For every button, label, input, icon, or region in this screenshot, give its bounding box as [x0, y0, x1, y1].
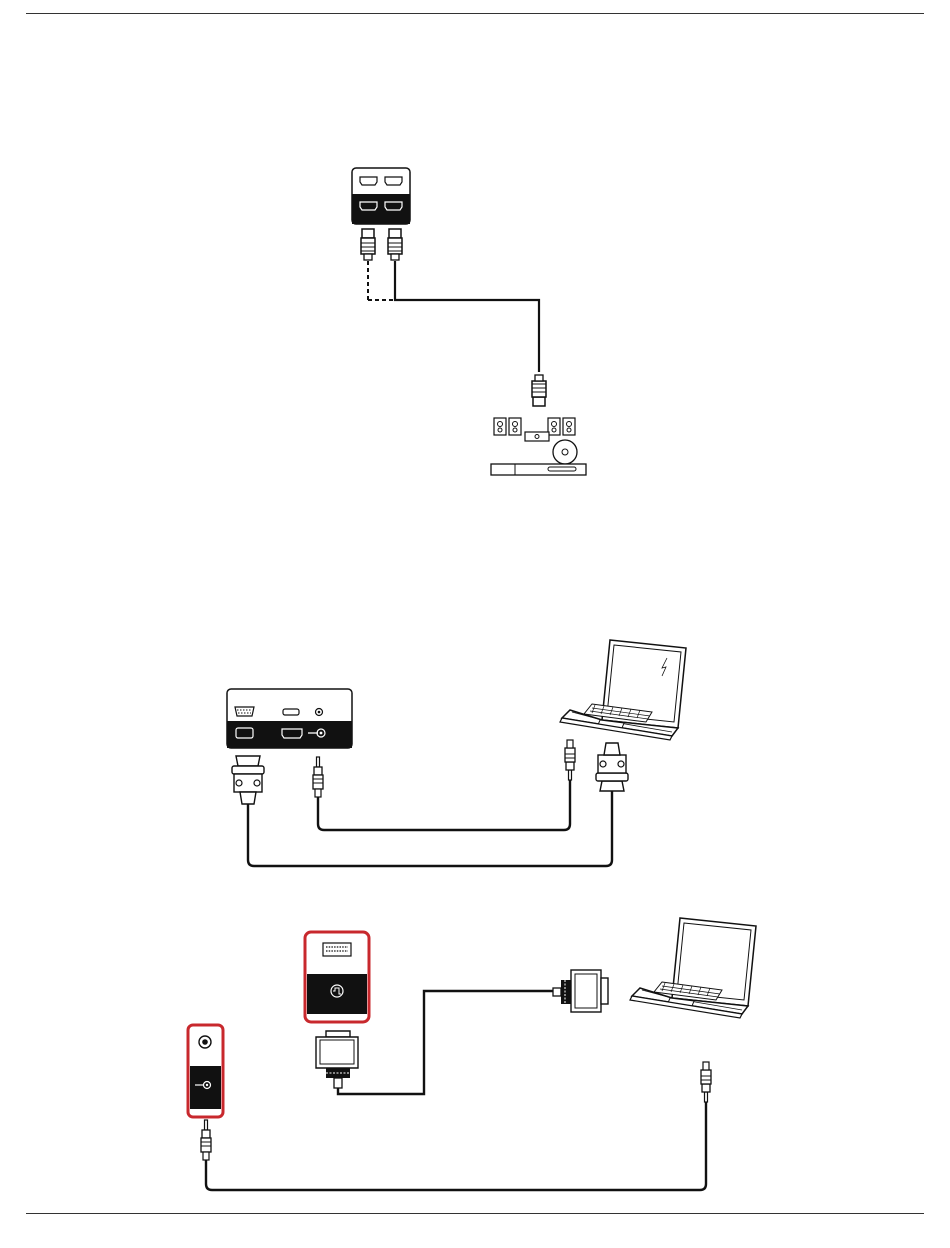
vga-cable: [248, 791, 612, 866]
av-receiver-icon: [491, 464, 586, 475]
speaker-icon: [494, 418, 575, 441]
av-equipment: [491, 418, 586, 475]
dvi-plug-icon: [553, 970, 608, 1012]
dvi-port-panel: [305, 932, 369, 1022]
audio-plug-icon: [201, 1120, 211, 1160]
audio-plug-icon: [565, 740, 575, 780]
subwoofer-icon: [553, 440, 577, 464]
audio-cable: [206, 1102, 706, 1190]
audio-plug-icon: [701, 1062, 711, 1102]
audio-plug-icon: [313, 757, 323, 797]
dvi-plug-icon: [316, 1031, 358, 1088]
hdmi-plug-icon: [532, 375, 546, 406]
audio-in-port-panel: [188, 1025, 223, 1117]
audio-cable: [318, 780, 570, 830]
hdmi-cable: [368, 261, 539, 372]
vga-plug-icon: [232, 756, 264, 804]
vga-plug-icon: [596, 743, 628, 791]
io-panel-vga-hdmi-audio: [227, 689, 352, 748]
hdmi-plug-icon: [361, 229, 402, 260]
hdmi-port-panel: [352, 168, 410, 224]
laptop-icon: [630, 918, 756, 1018]
laptop-icon: [560, 640, 686, 740]
